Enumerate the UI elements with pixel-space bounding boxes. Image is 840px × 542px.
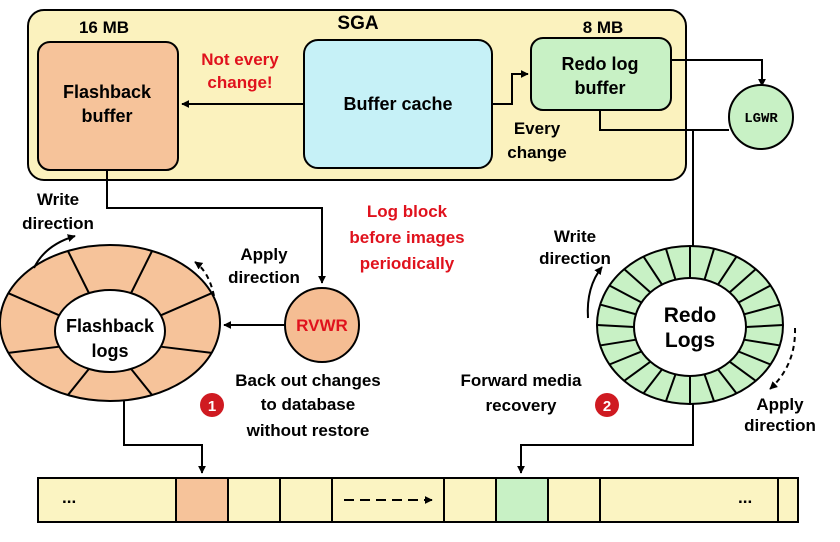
redo-logs-label-line2: Logs xyxy=(665,329,715,352)
badge-1 xyxy=(200,393,224,417)
log-segment-divider xyxy=(596,324,635,328)
sga-title: SGA xyxy=(337,13,378,34)
log-segment-divider xyxy=(623,268,652,294)
log-block-line2: before images xyxy=(349,228,464,247)
flashback-logs-label-line2: logs xyxy=(91,341,128,361)
datafile-block-flashback xyxy=(175,477,229,523)
flashback-logs-label-line1: Flashback xyxy=(66,316,155,336)
log-segment-divider xyxy=(623,360,651,382)
log-segment-divider xyxy=(7,292,60,317)
redo-logs-segments xyxy=(596,246,784,404)
not-every-change-line1: Not every xyxy=(201,50,279,69)
log-segment-divider xyxy=(160,345,212,354)
log-segment-divider xyxy=(8,345,60,354)
log-segment-divider xyxy=(664,373,677,402)
back-out-line2: to database xyxy=(261,395,355,414)
log-segment-divider xyxy=(729,360,757,382)
lgwr-process xyxy=(728,84,794,150)
log-segment-divider xyxy=(743,303,781,316)
log-segment-divider xyxy=(130,368,153,396)
flashback-logs-inner xyxy=(54,289,166,373)
redo-buffer-to-lgwr-line xyxy=(671,59,766,87)
log-segment-divider xyxy=(745,324,784,328)
redo-log-buffer-box xyxy=(530,37,672,111)
every-change-line1: Every xyxy=(514,119,561,138)
apply-direction-right-line2: direction xyxy=(744,416,816,435)
log-segment-divider xyxy=(130,250,153,294)
log-segment-divider xyxy=(600,338,637,347)
write-direction-right-line1: Write xyxy=(554,227,596,246)
badge-2 xyxy=(595,393,619,417)
buffer-cache-label: Buffer cache xyxy=(343,94,452,114)
log-segment-divider xyxy=(608,284,642,304)
back-out-line3: without restore xyxy=(246,421,370,440)
cache-to-redo-arrow xyxy=(492,70,529,105)
flashback-logs-segments xyxy=(7,250,213,396)
log-block-line3: periodically xyxy=(360,254,455,273)
flashback-buffer-to-rvwr-line xyxy=(106,170,326,284)
log-segment-divider xyxy=(738,284,772,304)
redo-logs-label-line1: Redo xyxy=(664,304,717,327)
redo-logs-ring: Redo Logs xyxy=(596,245,784,405)
redo-log-buffer-label-line1: Redo log xyxy=(562,54,639,74)
flashback-buffer-size: 16 MB xyxy=(79,18,129,37)
log-segment-divider xyxy=(664,248,677,280)
rvwr-label: RVWR xyxy=(296,316,348,335)
log-segment-divider xyxy=(717,368,738,395)
log-segment-divider xyxy=(67,368,90,396)
every-change-line2: change xyxy=(507,143,567,162)
log-segment-divider xyxy=(743,338,780,347)
log-block-line1: Log block xyxy=(367,202,448,221)
log-segment-divider xyxy=(160,292,213,317)
redo-logs-to-datafile-line xyxy=(517,404,694,474)
write-direction-left-arc xyxy=(33,234,76,269)
write-direction-left-line1: Write xyxy=(37,190,79,209)
not-every-change-line2: change! xyxy=(207,73,272,92)
log-segment-divider xyxy=(67,250,90,294)
log-segment-divider xyxy=(738,350,771,366)
forward-recovery-line2: recovery xyxy=(486,396,557,415)
lgwr-label: LGWR xyxy=(744,111,778,127)
datafile-ellipsis-right: ... xyxy=(738,488,752,507)
sga-region: SGA 16 MB 8 MB Flashback buffer Buffer c… xyxy=(27,9,687,181)
log-segment-divider xyxy=(642,368,663,395)
flashback-logs-ring: Flashback logs xyxy=(0,244,221,402)
datafile-block-redo xyxy=(495,477,549,523)
back-out-line1: Back out changes xyxy=(235,371,381,390)
flashback-buffer-label-line1: Flashback xyxy=(63,82,152,102)
log-segment-divider xyxy=(717,256,738,286)
write-direction-right-arc xyxy=(586,266,603,319)
redo-buffer-size: 8 MB xyxy=(583,18,624,37)
forward-recovery-line1: Forward media xyxy=(461,371,582,390)
badge-1-label: 1 xyxy=(208,398,216,415)
flashback-buffer-label-line2: buffer xyxy=(82,106,133,126)
datafile-blocks: ... ... xyxy=(37,477,799,523)
write-direction-right-line2: direction xyxy=(539,249,611,268)
flashback-logs-to-datafile-line xyxy=(123,400,206,474)
log-segment-divider xyxy=(609,350,642,366)
redo-log-buffer-label-line2: buffer xyxy=(575,78,626,98)
apply-direction-right-line1: Apply xyxy=(756,395,804,414)
log-segment-divider xyxy=(703,373,716,402)
log-segment-divider xyxy=(642,256,663,286)
apply-direction-left-arc xyxy=(194,261,215,297)
log-segment-divider xyxy=(728,268,757,294)
badge-2-label: 2 xyxy=(603,398,611,415)
datafile-ellipsis-left: ... xyxy=(62,488,76,507)
log-segment-divider xyxy=(599,303,637,316)
log-segment-divider xyxy=(703,248,716,280)
write-direction-left-line2: direction xyxy=(22,214,94,233)
apply-direction-left-line1: Apply xyxy=(240,245,288,264)
apply-direction-left-line2: direction xyxy=(228,268,300,287)
redo-logs-inner xyxy=(633,277,747,377)
redo-buffer-to-redo-logs-line xyxy=(599,110,694,205)
